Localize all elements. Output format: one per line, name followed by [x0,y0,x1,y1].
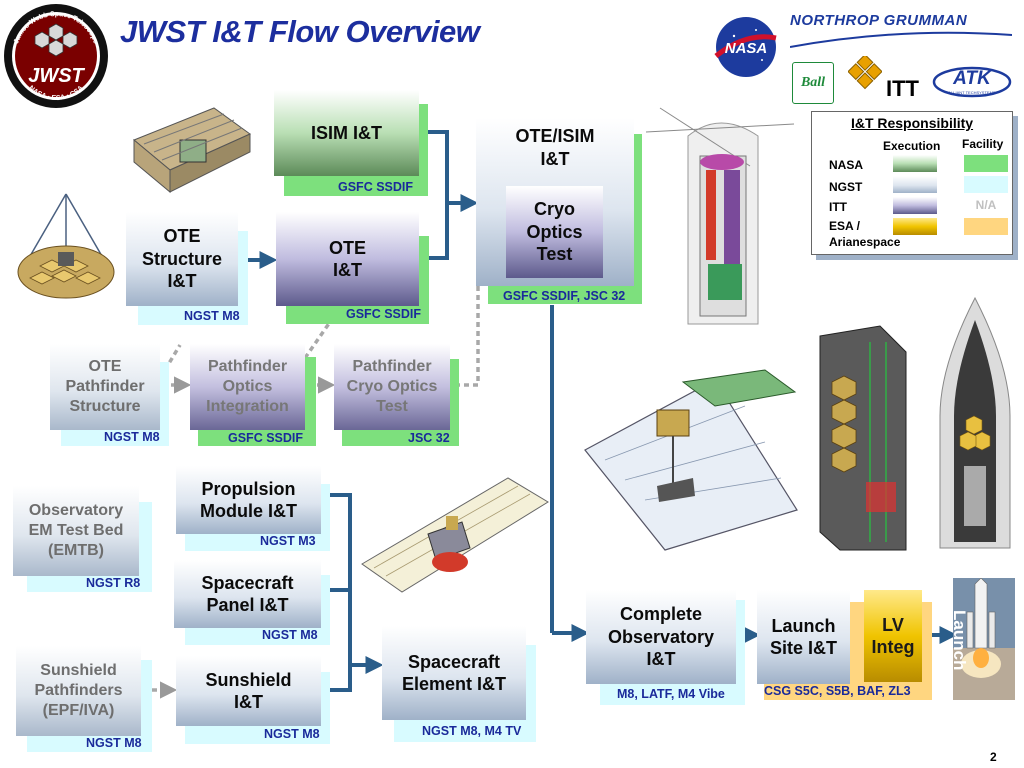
deployed-observatory-illustration [584,369,798,551]
ote-it-box[interactable]: OTE I&T [276,212,419,306]
lv-integ-label: LV Integ [871,614,915,658]
nasa-logo: NASA [714,17,777,77]
pathfinder-cryo-optics-test-label: Pathfinder Cryo Optics Test [346,358,438,415]
legend-swatch-nasa-execution [893,155,937,172]
spacecraft-panel-it-caption: NGST M8 [262,628,318,642]
legend-swatch-ngst-facility [964,176,1008,193]
complete-observatory-it-caption: M8, LATF, M4 Vibe [617,687,725,701]
legend-swatch-esa-facility [964,218,1008,235]
sunshield-it-caption: NGST M8 [264,727,320,741]
isim-it-box[interactable]: ISIM I&T [274,90,419,176]
cryo-optics-test-box[interactable]: Cryo Optics Test [506,186,603,278]
sunshield-pathfinders-box[interactable]: Sunshield Pathfinders (EPF/IVA) [16,646,141,736]
jwst-badge-logo: JWST James Webb Space Telescope NASA • E… [4,4,108,108]
legend-row-esa: ESA / Arianespace [829,219,901,250]
legend-swatch-esa-execution [893,218,937,235]
launch-site-it-label: Launch Site I&T [769,615,837,659]
atk-logo-subtext: ALLIANT TECHSYSTEMS [948,90,996,95]
page-number: 2 [990,750,997,764]
legend-row-nasa: NASA [829,158,864,172]
pathfinder-optics-integration-caption: GSFC SSDIF [228,431,304,445]
legend-col-execution: Execution [883,139,941,153]
complete-observatory-it-label: Complete Observatory I&T [607,604,715,670]
nasa-logo-text: NASA [725,40,768,57]
ote-structure-it-label: OTE Structure I&T [141,226,222,292]
spacecraft-element-it-box[interactable]: Spacecraft Element I&T [382,626,526,720]
ote-pathfinder-structure-box[interactable]: OTE Pathfinder Structure [50,344,160,430]
ariane-launch-illustration [953,578,1015,700]
jwst-badge-text: JWST [28,65,85,87]
ote-pathfinder-structure-caption: NGST M8 [104,430,160,444]
northrop-swoosh [789,31,1013,48]
legend-title: I&T Responsibility [850,115,974,131]
spacecraft-element-it-label: Spacecraft Element I&T [401,651,507,695]
lv-integ-box[interactable]: LV Integ [864,590,922,682]
emtb-caption: NGST R8 [86,576,141,590]
legend-swatch-nasa-facility [964,155,1008,172]
line-sunshield [322,665,352,692]
slide-title: JWST I&T Flow Overview [120,14,480,49]
cryo-optics-test-label: Cryo Optics Test [526,199,583,265]
itt-logo-text: ITT [886,76,919,101]
sunshield-pathfinders-label: Sunshield Pathfinders (EPF/IVA) [34,662,123,719]
legend-swatch-itt-execution [893,197,937,214]
ote-isim-it-caption: GSFC SSDIF, JSC 32 [503,289,626,303]
atk-logo-text: ATK [953,68,991,89]
isim-it-label: ISIM I&T [311,123,382,143]
spacecraft-element-illustration [361,477,549,593]
pathfinder-optics-integration-box[interactable]: Pathfinder Optics Integration [190,344,305,430]
ball-logo: Ball [792,62,834,104]
ote-isim-it-label: OTE/ISIM I&T [515,126,595,169]
itt-diamond-icon [847,53,883,90]
launch-vehicle-fairing-illustration [939,296,1011,549]
isim-it-caption: GSFC SSDIF [338,180,414,194]
propulsion-module-it-caption: NGST M3 [260,534,316,548]
ote-isim-chamber-illustration [645,107,795,325]
line-isim-down [420,130,449,203]
pathfinder-cryo-optics-test-box[interactable]: Pathfinder Cryo Optics Test [334,344,450,430]
spacecraft-panel-it-box[interactable]: Spacecraft Panel I&T [174,560,321,628]
dashed-pf-optics-to-ote [303,321,332,359]
sunshield-it-label: Sunshield I&T [205,669,292,713]
spacecraft-panel-it-label: Spacecraft Panel I&T [201,572,294,616]
legend-row-ngst: NGST [829,180,863,194]
itt-logo: ITT [847,53,924,106]
ote-it-label: OTE I&T [328,237,366,281]
propulsion-module-it-label: Propulsion Module I&T [200,478,297,522]
emtb-label: Observatory EM Test Bed (EMTB) [28,502,124,559]
propulsion-module-it-box[interactable]: Propulsion Module I&T [176,466,321,534]
primary-mirror-illustration [17,193,115,299]
line-propulsion [322,493,352,665]
complete-observatory-it-box[interactable]: Complete Observatory I&T [586,590,736,684]
launch-site-it-box[interactable]: Launch Site I&T [757,590,850,684]
northrop-grumman-text: NORTHROP GRUMMAN [790,12,968,29]
sunshield-it-box[interactable]: Sunshield I&T [176,656,321,726]
pathfinder-optics-integration-label: Pathfinder Optics Integration [206,358,289,415]
observatory-stowed-illustration [819,325,907,551]
ote-structure-hardware-illustration [133,107,251,194]
pathfinder-cryo-optics-test-caption: JSC 32 [408,431,450,445]
legend-swatch-ngst-execution [893,176,937,193]
responsibility-legend: I&T Responsibility Execution Facility NA… [811,111,1013,255]
ote-pathfinder-structure-label: OTE Pathfinder Structure [65,358,145,415]
launch-site-it-caption: CSG S5C, S5B, BAF, ZL3 [764,684,911,698]
sunshield-pathfinders-caption: NGST M8 [86,736,142,750]
spacecraft-element-it-caption: NGST M8, M4 TV [422,724,522,738]
launch-label: Launch [950,610,969,671]
ball-logo-text: Ball [800,75,826,90]
ote-structure-it-box[interactable]: OTE Structure I&T [126,212,238,306]
ote-it-caption: GSFC SSDIF [346,307,422,321]
northrop-grumman-logo: NORTHROP GRUMMAN [789,12,1013,52]
legend-na-label: N/A [975,198,997,212]
ote-structure-it-caption: NGST M8 [184,309,240,323]
legend-row-itt: ITT [829,200,847,214]
emtb-box[interactable]: Observatory EM Test Bed (EMTB) [13,486,139,576]
atk-swoosh [932,66,1012,98]
atk-logo: ATK ALLIANT TECHSYSTEMS [932,66,1012,100]
line-ote-up [420,203,449,260]
legend-col-facility: Facility [962,137,1004,151]
